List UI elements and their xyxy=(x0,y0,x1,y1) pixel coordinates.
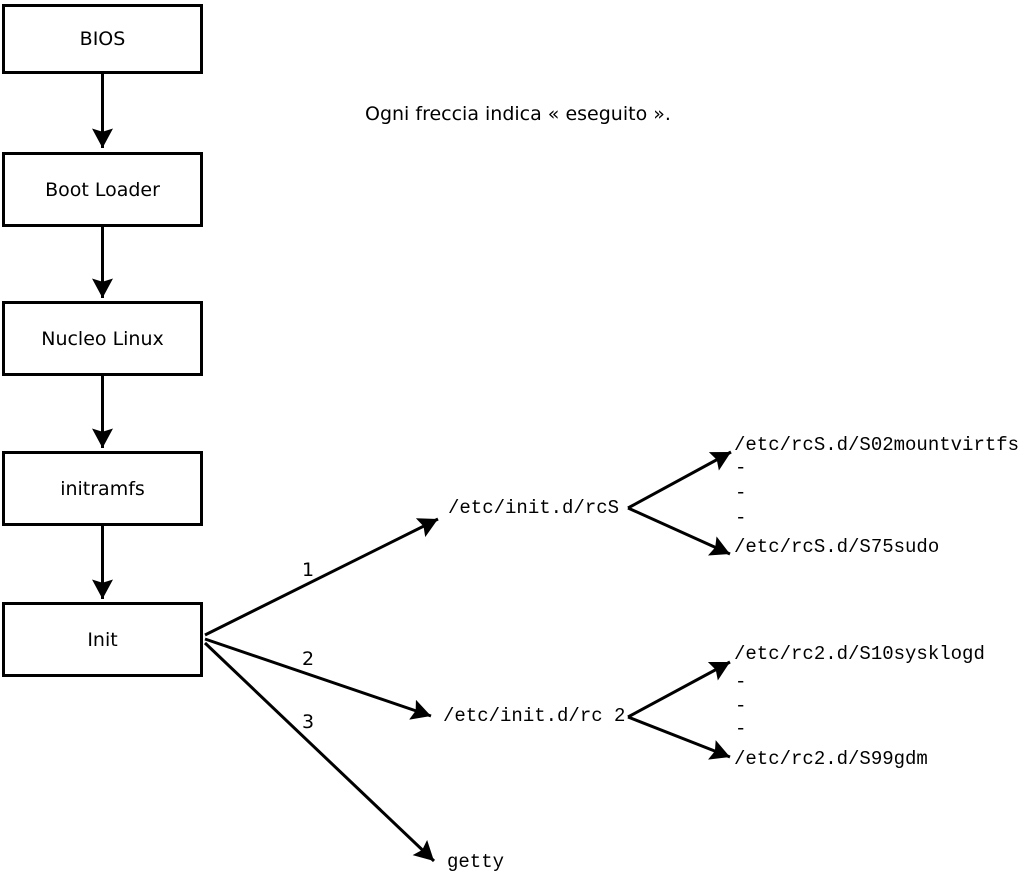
branch-number-2: 2 xyxy=(301,648,315,670)
box-bios: BIOS xyxy=(2,4,203,74)
box-boot-loader-label: Boot Loader xyxy=(45,178,160,201)
arrow-rcs-to-s02mountvirtfs xyxy=(627,450,732,510)
rcs-ellipsis-dash: - xyxy=(735,507,747,529)
box-nucleo-linux: Nucleo Linux xyxy=(2,301,203,376)
branch-number-3: 3 xyxy=(301,711,315,733)
rcs-child-s75sudo: /etc/rcS.d/S75sudo xyxy=(734,536,940,558)
box-boot-loader: Boot Loader xyxy=(2,152,203,227)
arrow-init-to-getty xyxy=(203,641,436,863)
legend-note: Ogni freccia indica « eseguito ». xyxy=(365,103,671,125)
box-init-label: Init xyxy=(87,628,118,651)
box-nucleo-linux-label: Nucleo Linux xyxy=(41,327,164,350)
box-bios-label: BIOS xyxy=(79,28,126,50)
rc2-child-s99gdm: /etc/rc2.d/S99gdm xyxy=(734,748,928,770)
rcs-child-s02mountvirtfs: /etc/rcS.d/S02mountvirtfs xyxy=(734,434,1020,456)
box-initramfs-label: initramfs xyxy=(60,477,145,500)
rc2-ellipsis-dash: - xyxy=(735,695,747,717)
rc2-ellipsis-dash: - xyxy=(735,671,747,693)
script-rc2-label: /etc/init.d/rc 2 xyxy=(443,705,626,727)
rcs-ellipsis-dash: - xyxy=(735,457,747,479)
rc2-ellipsis-dash: - xyxy=(735,718,747,740)
arrow-rc2-to-s99gdm xyxy=(627,715,731,760)
script-rcs-label: /etc/init.d/rcS xyxy=(448,497,620,519)
rcs-ellipsis-dash: - xyxy=(735,482,747,504)
arrow-rc2-to-s10sysklogd xyxy=(627,660,731,719)
box-initramfs: initramfs xyxy=(2,451,203,526)
arrow-rcs-to-s75sudo xyxy=(627,506,731,556)
arrow-init-to-rcs xyxy=(204,517,439,637)
box-init: Init xyxy=(2,602,203,677)
rc2-child-s10sysklogd: /etc/rc2.d/S10sysklogd xyxy=(734,643,985,665)
branch-number-1: 1 xyxy=(301,559,315,581)
arrow-init-to-rc2 xyxy=(204,637,432,720)
script-getty-label: getty xyxy=(447,851,505,873)
